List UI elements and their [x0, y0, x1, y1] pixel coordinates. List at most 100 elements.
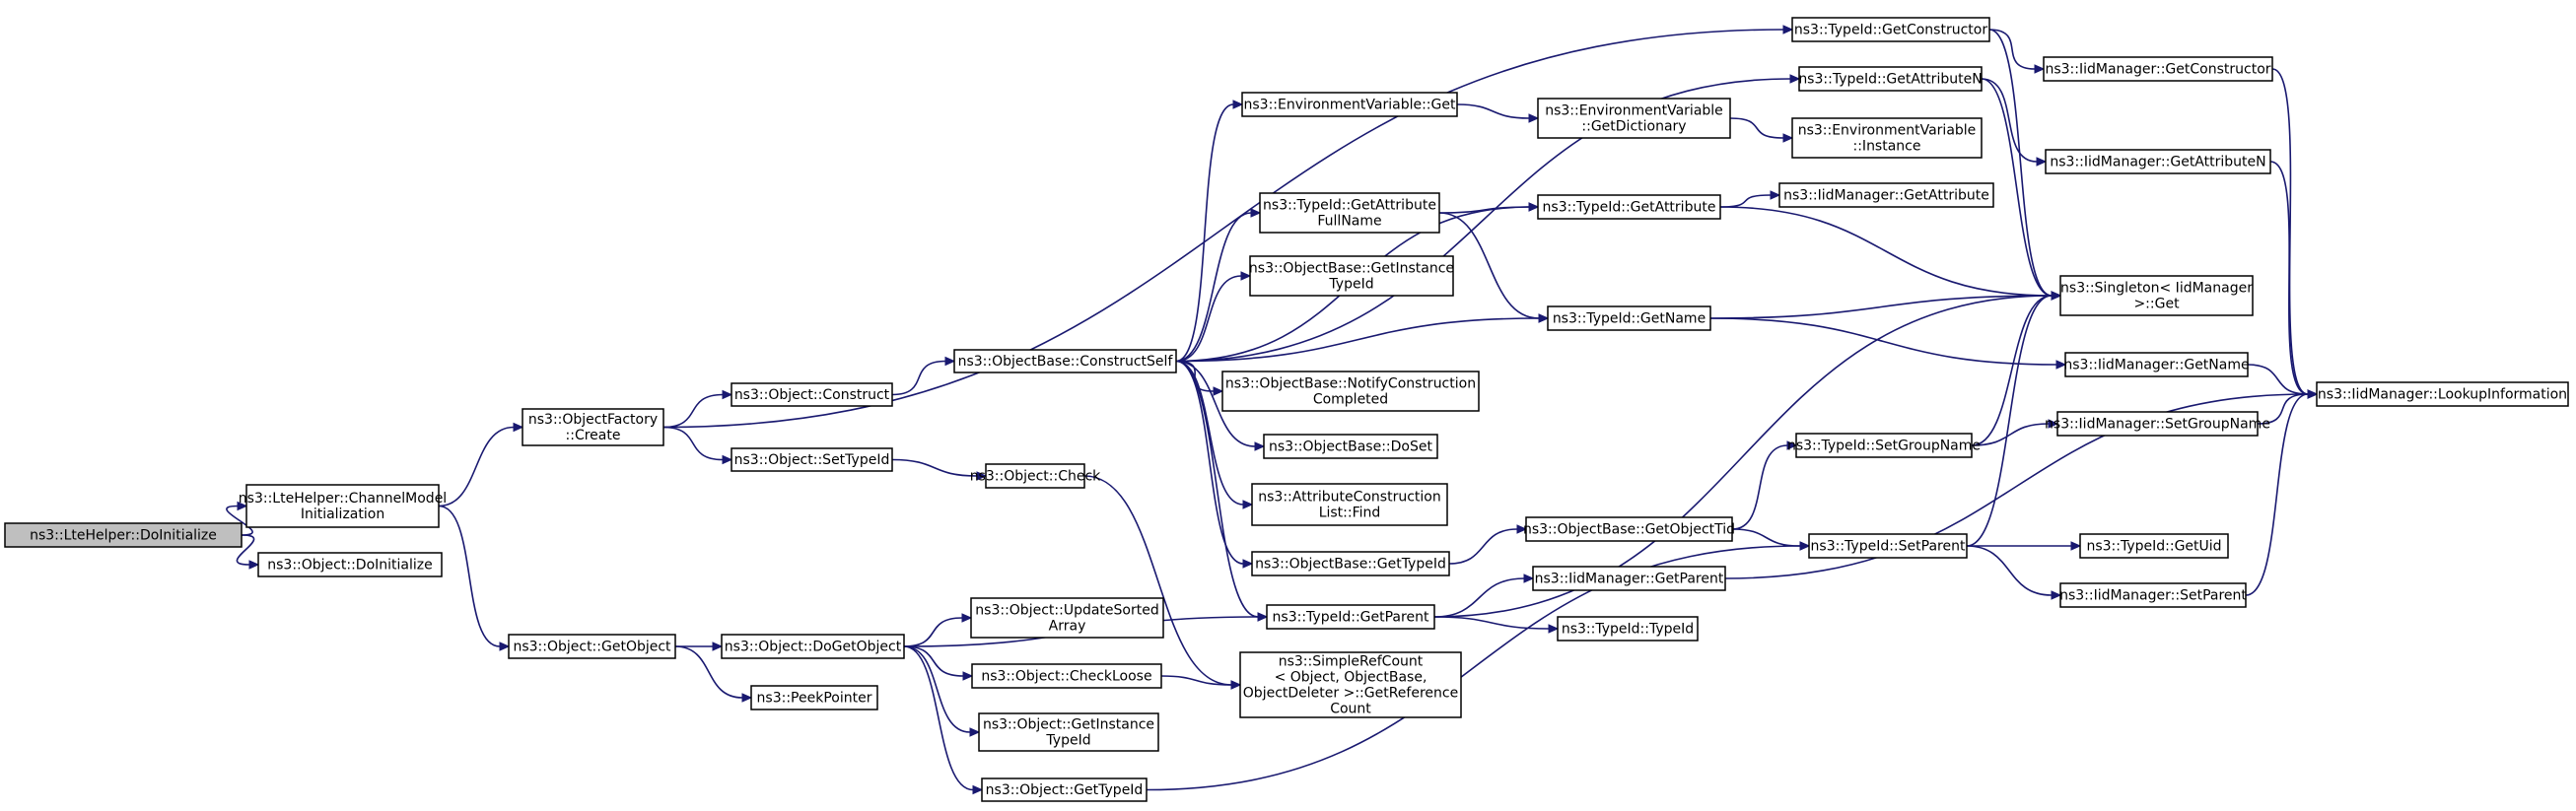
- edge-line: [1719, 194, 1772, 208]
- edge-line: [1175, 317, 1540, 363]
- node-label: List::Find: [1319, 505, 1381, 520]
- node-simplerefcount[interactable]: ns3::SimpleRefCount< Object, ObjectBase,…: [1239, 651, 1462, 718]
- node-box: [1547, 305, 1711, 331]
- node-box: [1557, 616, 1699, 642]
- node-notifyconstr[interactable]: ns3::ObjectBase::NotifyConstructionCompl…: [1221, 371, 1480, 412]
- node-construct[interactable]: ns3::Object::Construct: [731, 382, 893, 407]
- node-getobject[interactable]: ns3::Object::GetObject: [508, 634, 676, 659]
- edge-tisetparent-to-singleton: [1966, 291, 2062, 547]
- node-label: ns3::TypeId::GetConstructor: [1794, 22, 1987, 37]
- node-iidgetconstructor[interactable]: ns3::IidManager::GetConstructor: [2043, 56, 2273, 82]
- node-label: ns3::Object::GetObject: [513, 639, 671, 654]
- node-chinit[interactable]: ns3::LteHelper::ChannelModelInitializati…: [239, 484, 447, 528]
- edge-line: [1724, 393, 2309, 579]
- node-iidlookup[interactable]: ns3::IidManager::LookupInformation: [2316, 381, 2569, 407]
- node-check[interactable]: ns3::Object::Check: [970, 463, 1101, 489]
- node-box: [953, 349, 1177, 373]
- node-iidgetattrN[interactable]: ns3::IidManager::GetAttributeN: [2045, 149, 2271, 174]
- edge-dogetobject-to-updatesorted: [903, 613, 973, 647]
- node-label: < Object, ObjectBase,: [1275, 669, 1427, 685]
- arrowhead: [2048, 419, 2059, 429]
- node-label: ns3::PeekPointer: [757, 690, 872, 706]
- node-peekpointer[interactable]: ns3::PeekPointer: [750, 685, 878, 710]
- node-envget[interactable]: ns3::EnvironmentVariable::Get: [1241, 92, 1458, 117]
- node-tigetname[interactable]: ns3::TypeId::GetName: [1547, 305, 1711, 331]
- node-tigetconstructor[interactable]: ns3::TypeId::GetConstructor: [1791, 17, 1990, 42]
- node-tigetuid[interactable]: ns3::TypeId::GetUid: [2079, 533, 2229, 559]
- node-box: [1537, 98, 1731, 139]
- arrowhead: [972, 784, 984, 795]
- node-singleton[interactable]: ns3::Singleton< IidManager>::Get: [2059, 275, 2254, 316]
- node-box: [1532, 566, 1726, 591]
- arrowhead: [1230, 680, 1242, 690]
- node-envgetdict[interactable]: ns3::EnvironmentVariable::GetDictionary: [1537, 98, 1731, 139]
- node-objdoinit[interactable]: ns3::Object::DoInitialize: [257, 552, 443, 577]
- node-iidgetname[interactable]: ns3::IidManager::GetName: [2063, 352, 2250, 377]
- node-box: [4, 522, 243, 548]
- node-iidsetgroup[interactable]: ns3::IidManager::SetGroupName: [2045, 411, 2270, 437]
- node-label: ns3::Object::CheckLoose: [981, 668, 1151, 684]
- edge-dogetobject-to-checkloose: [903, 645, 974, 681]
- edge-ofcreate-to-settypeid: [662, 426, 733, 465]
- edge-ofcreate-to-tigetconstructor: [662, 25, 1794, 429]
- node-doset[interactable]: ns3::ObjectBase::DoSet: [1263, 434, 1438, 459]
- edge-line: [1083, 475, 1232, 686]
- node-tigetattrN[interactable]: ns3::TypeId::GetAttributeN: [1798, 66, 1983, 92]
- node-obgettypeid[interactable]: ns3::ObjectBase::GetTypeId: [1251, 551, 1450, 576]
- edge-line: [1433, 616, 1550, 630]
- node-constructself[interactable]: ns3::ObjectBase::ConstructSelf: [953, 349, 1177, 373]
- arrowhead: [976, 471, 988, 481]
- arrowhead: [962, 671, 974, 681]
- node-label: ns3::Object::DoGetObject: [725, 639, 902, 654]
- node-label: ObjectDeleter >::GetReference: [1243, 685, 1458, 701]
- edge-line: [903, 645, 971, 733]
- edge-obgettypeid-to-obgetobjtid: [1448, 524, 1528, 565]
- node-label: ns3::Object::GetTypeId: [986, 782, 1144, 798]
- node-tisetgroup[interactable]: ns3::TypeId::SetGroupName: [1787, 433, 1981, 458]
- node-box: [2064, 352, 2249, 377]
- node-box: [1525, 516, 1733, 542]
- node-objgettypeid[interactable]: ns3::Object::GetTypeId: [981, 777, 1148, 802]
- node-label: ns3::Object::GetInstance: [983, 716, 1154, 732]
- node-dogetobject[interactable]: ns3::Object::DoGetObject: [721, 634, 905, 659]
- edge-line: [1731, 528, 1801, 547]
- node-tigetattr[interactable]: ns3::TypeId::GetAttribute: [1537, 194, 1721, 220]
- node-root[interactable]: ns3::LteHelper::DoInitialize: [4, 522, 243, 548]
- node-settypeid[interactable]: ns3::Object::SetTypeId: [731, 447, 893, 472]
- arrowhead: [1242, 500, 1254, 509]
- edge-line: [1175, 360, 1256, 447]
- arrowhead: [961, 613, 973, 623]
- edge-line: [662, 426, 724, 461]
- node-obgetobjtid[interactable]: ns3::ObjectBase::GetObjectTid: [1523, 516, 1735, 542]
- node-box: [1263, 434, 1438, 459]
- node-box: [245, 484, 440, 528]
- arrowhead: [2051, 590, 2062, 600]
- edge-tisetparent-to-iidsetparent: [1966, 545, 2062, 600]
- node-iidgetattr[interactable]: ns3::IidManager::GetAttribute: [1778, 182, 1994, 208]
- node-box: [1778, 182, 1994, 208]
- node-ofcreate[interactable]: ns3::ObjectFactory::Create: [522, 408, 664, 446]
- edge-dogetobject-to-objgettypeid: [903, 645, 984, 795]
- edge-line: [2269, 161, 2309, 395]
- arrowhead: [513, 422, 524, 433]
- node-envinstance[interactable]: ns3::EnvironmentVariable::Instance: [1791, 117, 1983, 159]
- node-label: TypeId: [1328, 276, 1373, 292]
- node-box: [1241, 92, 1458, 117]
- arrowhead: [2307, 389, 2319, 399]
- node-box: [981, 777, 1148, 802]
- node-iidgetparent[interactable]: ns3::IidManager::GetParent: [1532, 566, 1726, 591]
- node-iidsetparent[interactable]: ns3::IidManager::SetParent: [2059, 582, 2247, 608]
- node-tisetparent[interactable]: ns3::TypeId::SetParent: [1808, 533, 1968, 559]
- node-label: ns3::TypeId::GetAttribute: [1543, 199, 1716, 215]
- edge-constructself-to-tigetparent: [1175, 360, 1269, 622]
- node-checkloose[interactable]: ns3::Object::CheckLoose: [971, 663, 1162, 689]
- node-tigetparent[interactable]: ns3::TypeId::GetParent: [1266, 604, 1435, 630]
- edge-line: [1448, 528, 1518, 565]
- node-titypeid[interactable]: ns3::TypeId::TypeId: [1557, 616, 1699, 642]
